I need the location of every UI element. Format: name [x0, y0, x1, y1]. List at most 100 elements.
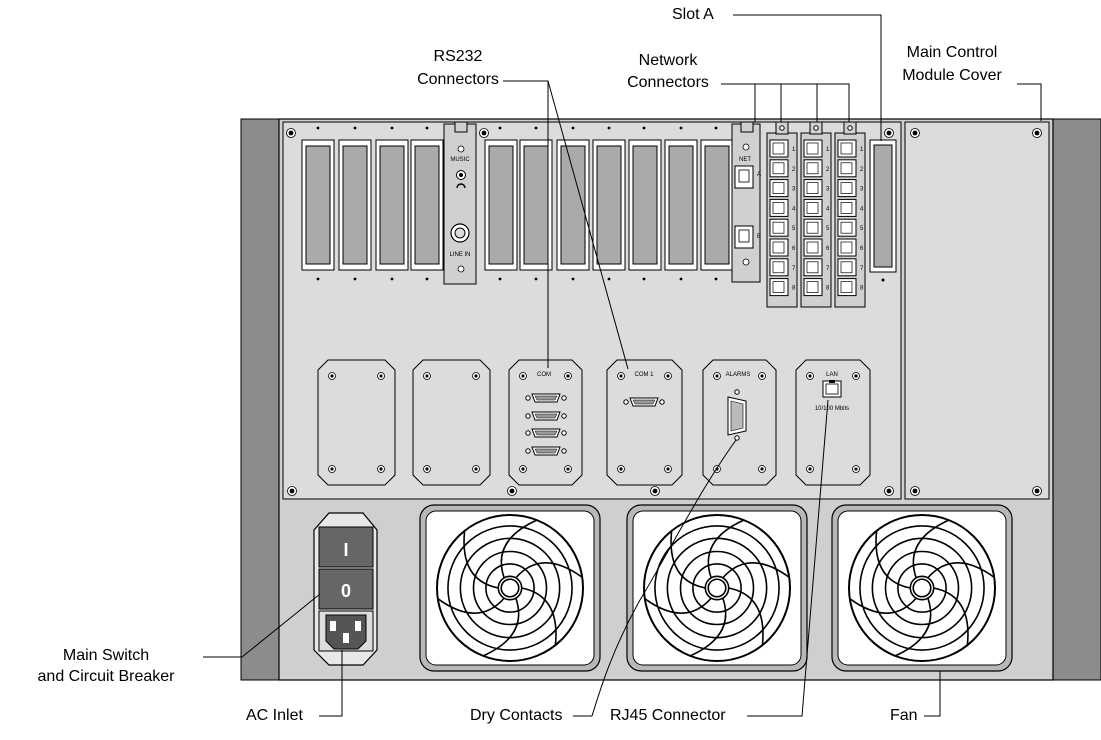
mounting-holes [316, 126, 718, 281]
screw [472, 465, 480, 473]
port-number: 6 [792, 246, 796, 252]
com-port [525, 446, 567, 456]
screw [564, 465, 572, 473]
port-number: 1 [860, 147, 864, 153]
rj45-port: 1 [769, 139, 796, 158]
port-number: 1 [792, 147, 796, 153]
connector-plate [795, 359, 871, 486]
screw [519, 372, 527, 380]
com1-label: COM 1 [634, 372, 654, 378]
lan-port [822, 380, 842, 398]
hole [316, 126, 320, 130]
port-number: 8 [826, 286, 830, 292]
alarms-connector [727, 389, 747, 441]
hole [714, 126, 718, 130]
screw [423, 465, 431, 473]
right-rack-ear [1052, 118, 1101, 681]
screw [806, 372, 814, 380]
left-rack-ear [240, 118, 280, 681]
dry-contacts-callout: Dry Contacts [470, 707, 563, 724]
screw [377, 372, 385, 380]
rs232-callout-line2: Connectors [417, 71, 499, 88]
alarms-label: ALARMS [726, 372, 751, 378]
screw [852, 372, 860, 380]
hole [642, 126, 646, 130]
screw [884, 128, 894, 138]
port-number: 4 [826, 206, 830, 212]
switch-on-label: I [343, 540, 348, 560]
hole [353, 277, 357, 281]
rj45-port: 5 [803, 218, 830, 237]
rj45-connector-callout: RJ45 Connector [610, 707, 726, 724]
port-number: 6 [860, 246, 864, 252]
port-number: 2 [792, 167, 796, 173]
switch-off-button[interactable] [318, 568, 374, 610]
lan-label: LAN [826, 372, 838, 378]
rj45-port: 7 [769, 258, 796, 277]
port-number: 3 [860, 187, 864, 193]
net-port-b [734, 225, 754, 249]
rj45-port: 3 [769, 179, 796, 198]
card-slot [375, 139, 409, 271]
fan [419, 504, 601, 672]
rj45-port: 2 [837, 159, 864, 178]
com-port [525, 428, 567, 438]
rj45-port: 6 [769, 238, 796, 257]
hole [679, 277, 683, 281]
connector-plate [317, 359, 396, 486]
port-number: 5 [792, 226, 796, 232]
hole [679, 126, 683, 130]
power-module [313, 512, 378, 666]
rj45-port: 8 [769, 278, 796, 297]
port-number: 1 [826, 147, 830, 153]
hole [534, 126, 538, 130]
com-port [525, 393, 567, 403]
card-slot [628, 139, 662, 271]
network-callout-line2: Connectors [627, 74, 709, 91]
card-slot [519, 139, 553, 271]
port-number: 2 [860, 167, 864, 173]
rj45-port: 5 [769, 218, 796, 237]
port-number: 7 [826, 266, 830, 272]
screw [713, 372, 721, 380]
screw [423, 372, 431, 380]
main-control-callout-line2: Module Cover [902, 67, 1002, 84]
connector-plate [606, 359, 683, 486]
card-slot [556, 139, 590, 271]
connector-plate [412, 359, 491, 486]
rj45-port: 1 [837, 139, 864, 158]
rj45-port: 6 [837, 238, 864, 257]
screw [617, 465, 625, 473]
switch-off-label: 0 [341, 581, 351, 601]
hole [714, 277, 718, 281]
net-card: NET A B [731, 121, 761, 283]
rj45-port: 4 [769, 198, 796, 217]
hole [390, 126, 394, 130]
card-slot [700, 139, 734, 271]
fan [831, 504, 1013, 672]
screw [910, 128, 920, 138]
rj45-port: 1 [803, 139, 830, 158]
port-number: 5 [860, 226, 864, 232]
screw [328, 465, 336, 473]
card-slot [592, 139, 626, 271]
com-connectors [525, 393, 665, 456]
screw [617, 372, 625, 380]
screw [910, 486, 920, 496]
music-card: MUSIC LINE IN [443, 121, 477, 285]
rj45-port: 2 [803, 159, 830, 178]
screw [287, 486, 297, 496]
hole [498, 277, 502, 281]
rj45-port: 5 [837, 218, 864, 237]
rj45-port: 4 [837, 198, 864, 217]
screw [479, 128, 489, 138]
headphone-icon [456, 183, 466, 189]
net-label: NET [739, 157, 751, 163]
card-slot [484, 139, 518, 271]
switch-on-button[interactable] [318, 526, 374, 568]
rj45-port: 3 [837, 179, 864, 198]
